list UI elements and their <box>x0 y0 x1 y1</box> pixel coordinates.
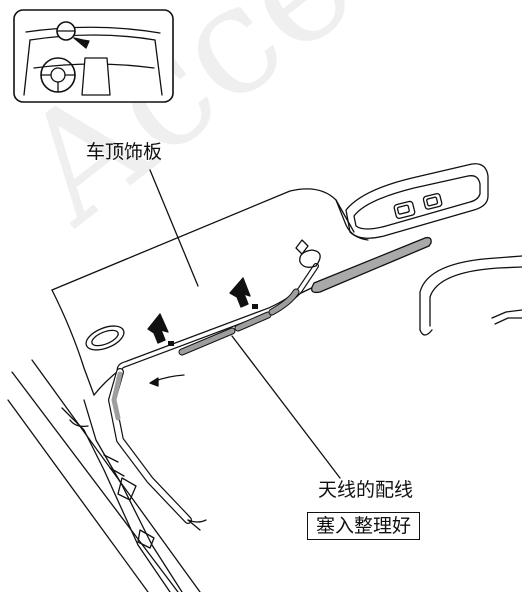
up-arrow-icon-2 <box>229 277 251 308</box>
left-arrow-icon <box>149 374 185 387</box>
clip-mark-2 <box>252 304 258 309</box>
rear-view-mirror <box>419 255 522 336</box>
tuck-in-label: 塞入整理好 <box>307 512 421 540</box>
antenna-wire <box>108 239 321 531</box>
up-arrow-icon <box>147 313 169 344</box>
antenna-wire-label: 天线的配线 <box>318 479 414 501</box>
weather-strip <box>311 236 432 294</box>
overhead-console <box>345 163 489 239</box>
a-pillar <box>7 359 201 592</box>
roof-trim-label: 车顶饰板 <box>86 141 163 163</box>
clip-mark-1 <box>168 341 174 346</box>
antenna-wire-leader <box>231 335 341 479</box>
roof-clip <box>85 325 125 351</box>
car-interior-locator-icon <box>13 9 174 103</box>
roof-trim-leader <box>149 169 199 287</box>
